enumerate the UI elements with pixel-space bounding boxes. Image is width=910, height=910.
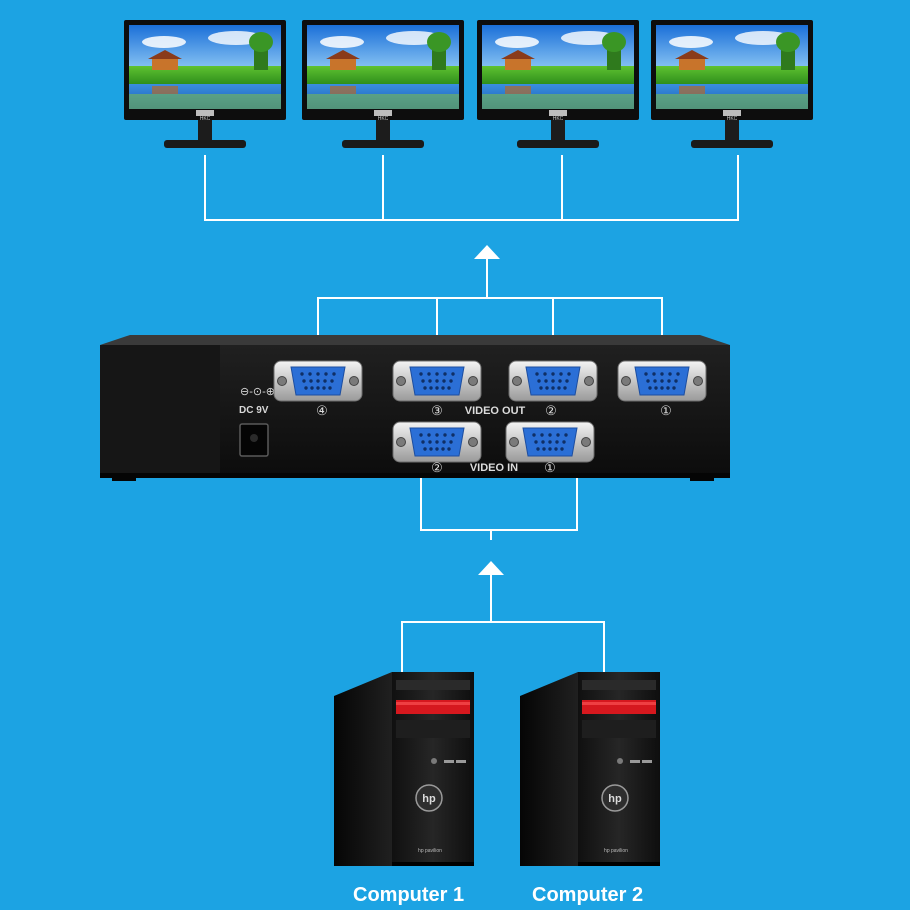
- monitor-2: HKC: [302, 20, 464, 148]
- vga-splitter: ⊖‑⊙‑⊕ DC 9V ④ ③ ② ① VIDEO OUT ② ① VIDEO …: [100, 335, 730, 481]
- out-port-number: ④: [316, 403, 328, 418]
- out-port-number: ②: [545, 403, 557, 418]
- video-out-label: VIDEO OUT: [465, 405, 526, 417]
- computer-2-tower: [519, 671, 661, 867]
- computer-1-tower: [333, 671, 475, 867]
- computer-1-label: Computer 1: [353, 884, 465, 906]
- in-port-number: ①: [544, 460, 556, 475]
- input-connector-lines: [401, 478, 605, 672]
- vga-out-port-3[interactable]: [392, 360, 482, 402]
- vga-in-port-1[interactable]: [505, 421, 595, 463]
- arrow-up-icon: [478, 561, 504, 575]
- vga-out-port-4[interactable]: [273, 360, 363, 402]
- power-jack[interactable]: ⊖‑⊙‑⊕ DC 9V: [239, 386, 275, 457]
- vga-in-port-2[interactable]: [392, 421, 482, 463]
- out-port-number: ①: [660, 403, 672, 418]
- vga-out-port-1[interactable]: [617, 360, 707, 402]
- video-in-label: VIDEO IN: [470, 462, 518, 474]
- vga-out-port-2[interactable]: [508, 360, 598, 402]
- in-port-number: ②: [431, 460, 443, 475]
- monitor-brand: HKC: [200, 116, 211, 122]
- computer-2-label: Computer 2: [532, 884, 644, 906]
- svg-text:⊖‑⊙‑⊕: ⊖‑⊙‑⊕: [240, 386, 275, 398]
- monitor-1: HKC: [124, 20, 286, 148]
- monitor-brand: HKC: [553, 116, 564, 122]
- output-connector-lines: [204, 155, 739, 355]
- monitor-brand: HKC: [378, 116, 389, 122]
- monitor-3: HKC: [477, 20, 639, 148]
- power-label: DC 9V: [239, 405, 269, 416]
- arrow-up-icon: [474, 245, 500, 259]
- out-port-number: ③: [431, 403, 443, 418]
- monitor-brand: HKC: [727, 116, 738, 122]
- monitor-4: HKC: [651, 20, 813, 148]
